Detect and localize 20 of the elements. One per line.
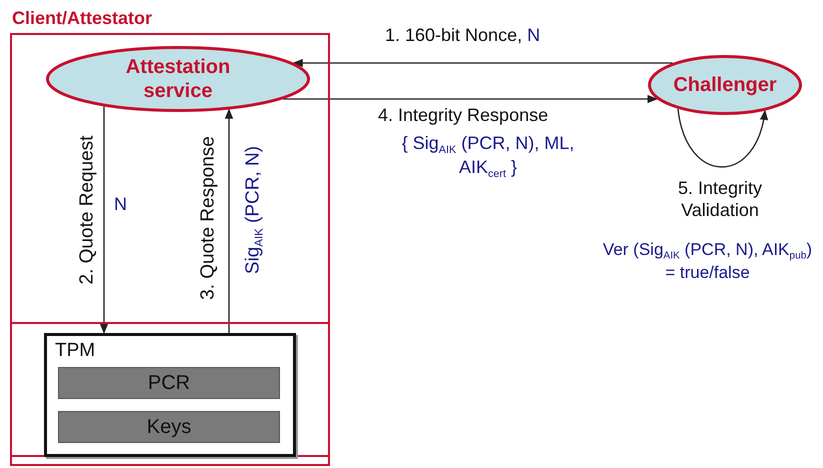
arrow [224, 108, 234, 333]
note-label: N [114, 194, 127, 216]
edge-label: 3. Quote Response [198, 136, 220, 300]
edge-label: 2. Quote Request [76, 136, 99, 284]
edge-label: 5. Integrity Validation [676, 178, 764, 222]
note-label: Ver (Sig$_{AIK}$ (PCR, N), AIK$_{pub}$) = true/false [602, 240, 814, 284]
register-bar: PCR [58, 367, 280, 399]
node-title: Attestation service [124, 55, 232, 103]
tpm-box [44, 333, 296, 457]
edge-label: 4. Integrity Response [378, 105, 548, 127]
note-label: { Sig$_{AIK}$ (PCR, N), ML, AIK$_{cert}$ } [400, 133, 576, 180]
register-bar: Keys [58, 411, 280, 443]
edge-label: 1. 160-bit Nonce, N [385, 25, 540, 47]
arrow [292, 58, 673, 68]
arrow [100, 106, 108, 334]
arrow [677, 108, 768, 168]
box-title: TPM [55, 340, 96, 362]
node-title: Challenger [673, 73, 777, 97]
arrow [283, 94, 658, 104]
frame-heading: Client/Attestator [12, 8, 152, 29]
